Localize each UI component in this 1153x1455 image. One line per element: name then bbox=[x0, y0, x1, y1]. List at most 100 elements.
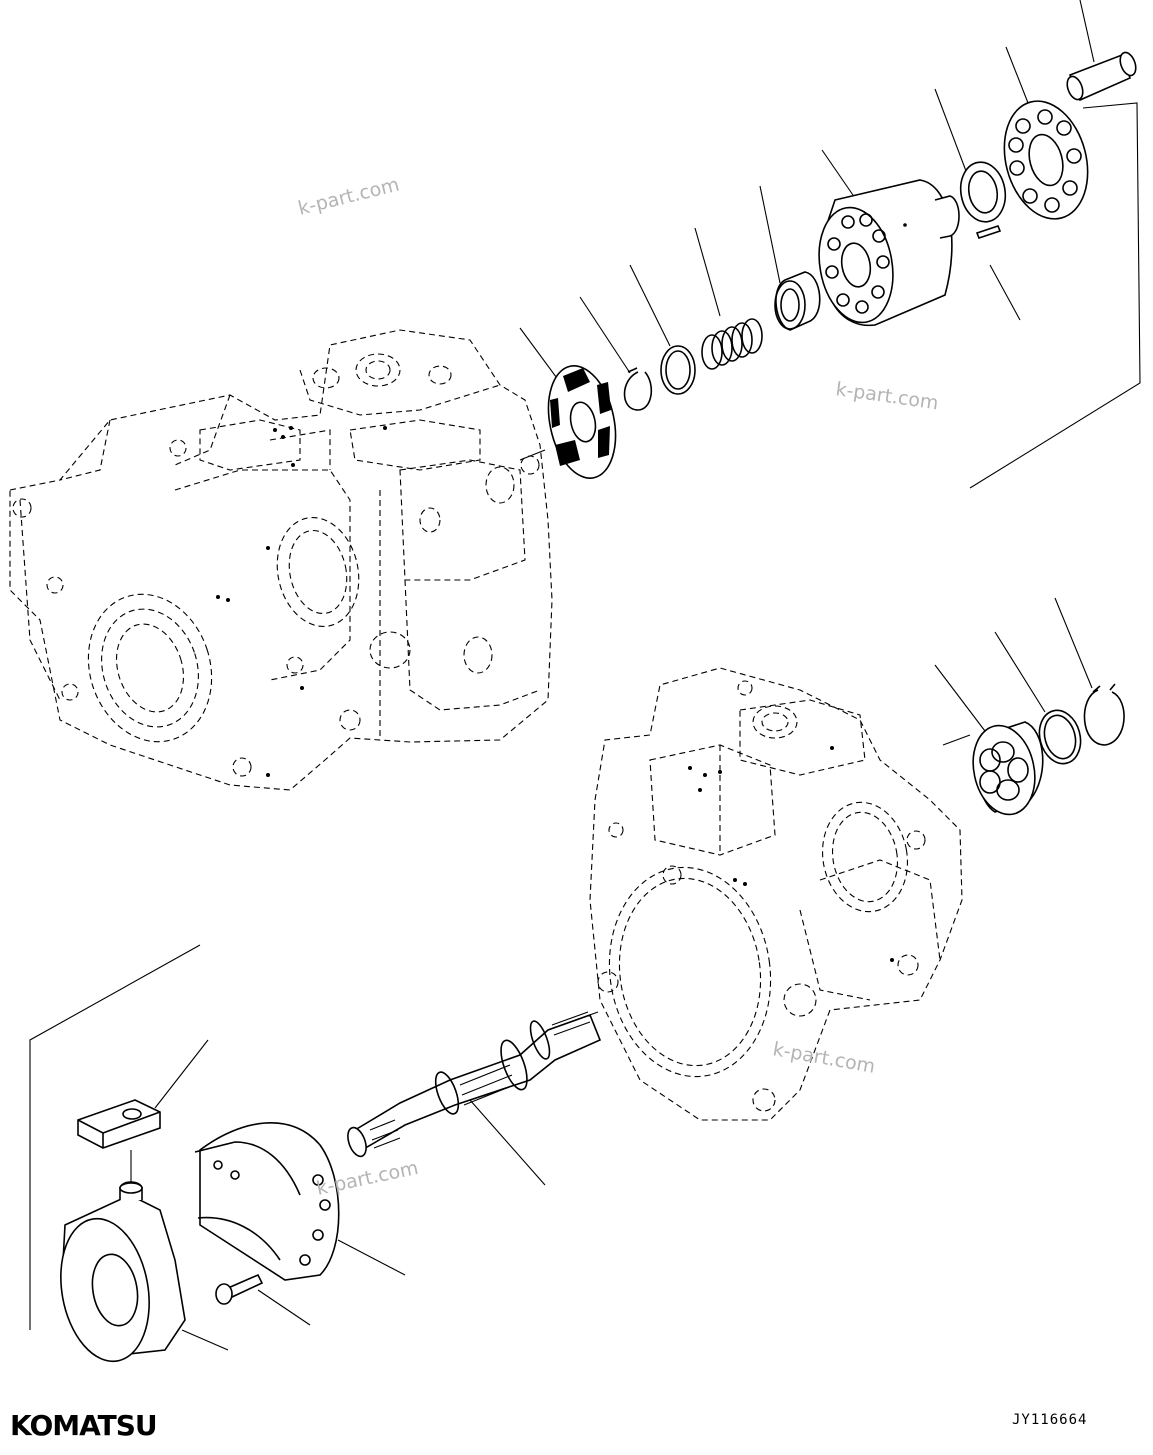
valve-plate-kidney bbox=[563, 368, 590, 392]
leader-bushing bbox=[759, 185, 781, 284]
shaft-spline-lines bbox=[459, 1064, 515, 1106]
spherical-bushing bbox=[774, 271, 821, 331]
snap-ring-body bbox=[623, 371, 653, 411]
valve-plate-kidney bbox=[550, 398, 560, 428]
front-dot bbox=[743, 882, 747, 886]
rear-mount-hole-6 bbox=[339, 709, 361, 731]
leader-valve-plate bbox=[519, 327, 563, 386]
valve-plate-kidney bbox=[555, 440, 580, 466]
leader-bearing bbox=[934, 664, 989, 736]
drawing-id: JY116664 bbox=[1012, 1412, 1087, 1428]
pin-head bbox=[1119, 51, 1137, 77]
shaft-end-spline bbox=[347, 1126, 367, 1158]
cylinder-block-hub bbox=[934, 195, 960, 239]
leader-retaining-ring bbox=[629, 264, 671, 347]
pad-edges bbox=[77, 1111, 161, 1148]
front-housing-top-block bbox=[739, 699, 866, 776]
front-side-bore-inner bbox=[831, 811, 899, 903]
rear-mount-hole-2 bbox=[46, 576, 64, 594]
shaft-spline-ring bbox=[434, 1071, 460, 1115]
front-dot bbox=[703, 773, 707, 777]
leader-guide-ring bbox=[934, 88, 967, 172]
front-main-bore-outer bbox=[608, 866, 772, 1078]
leader-ring bbox=[994, 631, 1046, 713]
spring bbox=[701, 318, 763, 370]
front-top-port bbox=[752, 705, 798, 739]
swash-plate-boss-top bbox=[119, 1182, 143, 1194]
ring bbox=[1038, 709, 1082, 765]
watermark: k-part.com bbox=[771, 1038, 877, 1078]
rear-housing-flange-edge bbox=[19, 499, 61, 701]
leader-snap-ring bbox=[579, 296, 631, 374]
front-housing-outline bbox=[589, 667, 963, 1121]
rear-side-bore-inner bbox=[288, 529, 348, 615]
bolt-head bbox=[215, 1283, 233, 1305]
leader-cradle bbox=[337, 1239, 406, 1276]
ring-outer bbox=[1038, 709, 1082, 765]
cylinder-block-center bbox=[840, 242, 872, 288]
leader-pin bbox=[1079, 0, 1095, 63]
spring-coil bbox=[711, 330, 733, 366]
front-mount-hole-8 bbox=[906, 830, 926, 850]
rear-housing-outline bbox=[9, 329, 553, 791]
leader-retainer-plate bbox=[1005, 46, 1031, 109]
front-housing-side-edge bbox=[819, 859, 941, 961]
front-dot bbox=[688, 766, 692, 770]
pad-body bbox=[77, 1099, 161, 1149]
swash-plate-bore bbox=[91, 1253, 139, 1327]
rear-dot bbox=[273, 428, 277, 432]
leader-bolt bbox=[257, 1289, 311, 1326]
rear-mount-hole-5 bbox=[286, 656, 304, 674]
cylinder-bore bbox=[841, 215, 855, 229]
leader-lines bbox=[29, 0, 1141, 1351]
retainer-hole bbox=[1022, 188, 1038, 204]
watermark: k-part.com bbox=[834, 378, 940, 414]
retainer-hole bbox=[1008, 137, 1024, 153]
front-dot bbox=[890, 958, 894, 962]
pin-end bbox=[1066, 75, 1084, 101]
front-side-bore-outer bbox=[821, 801, 909, 913]
dowel-pin bbox=[975, 225, 1002, 239]
leader-cylinder-block bbox=[821, 149, 856, 199]
rear-housing-edge-1 bbox=[59, 419, 111, 481]
spring-coil bbox=[731, 322, 753, 358]
front-main-bore-inner bbox=[618, 877, 762, 1067]
cradle-upper-rail bbox=[194, 1141, 301, 1196]
rear-side-port-2 bbox=[463, 636, 493, 674]
assembly-bracket-lower bbox=[29, 944, 201, 1330]
rear-mount-hole-1 bbox=[12, 498, 32, 518]
cylinder-bore bbox=[827, 237, 841, 251]
rear-dot bbox=[291, 463, 295, 467]
rear-housing-edge-2 bbox=[174, 394, 231, 466]
cylinder-dot bbox=[903, 223, 907, 227]
cradle-hole bbox=[230, 1170, 240, 1180]
spring-coil bbox=[701, 334, 723, 370]
retainer-hole bbox=[1015, 118, 1031, 134]
retainer-hole bbox=[1009, 160, 1025, 176]
rear-main-bore-outer bbox=[87, 593, 213, 743]
retainer-hole bbox=[1044, 197, 1060, 213]
komatsu-logo: KOMATSU bbox=[10, 1409, 157, 1442]
snap-ring-front bbox=[1083, 683, 1125, 746]
front-mount-hole-5 bbox=[783, 983, 817, 1017]
rear-top-port-inner bbox=[365, 360, 391, 380]
rear-mount-hole-7 bbox=[520, 455, 540, 475]
rear-side-bore-outer bbox=[276, 517, 360, 627]
leader-dowel-pin bbox=[989, 264, 1021, 321]
bearing-roller bbox=[1007, 757, 1029, 783]
dowel-pin-body bbox=[975, 225, 1002, 239]
rear-housing-top-edge bbox=[299, 369, 501, 416]
bushing-body bbox=[775, 271, 821, 331]
rear-housing-block bbox=[174, 469, 351, 681]
rear-dot bbox=[289, 426, 293, 430]
bolt bbox=[215, 1273, 264, 1305]
leader-pad bbox=[154, 1039, 209, 1109]
snap-ring bbox=[623, 367, 653, 411]
rear-housing-boss-2 bbox=[349, 419, 481, 471]
rear-side-port-3 bbox=[419, 507, 441, 533]
pad bbox=[77, 1099, 161, 1149]
shaft-spline-lines bbox=[369, 1119, 401, 1149]
valve-plate-kidney bbox=[597, 382, 611, 414]
spring-coil bbox=[721, 326, 743, 362]
pump-housing-front bbox=[589, 667, 963, 1121]
